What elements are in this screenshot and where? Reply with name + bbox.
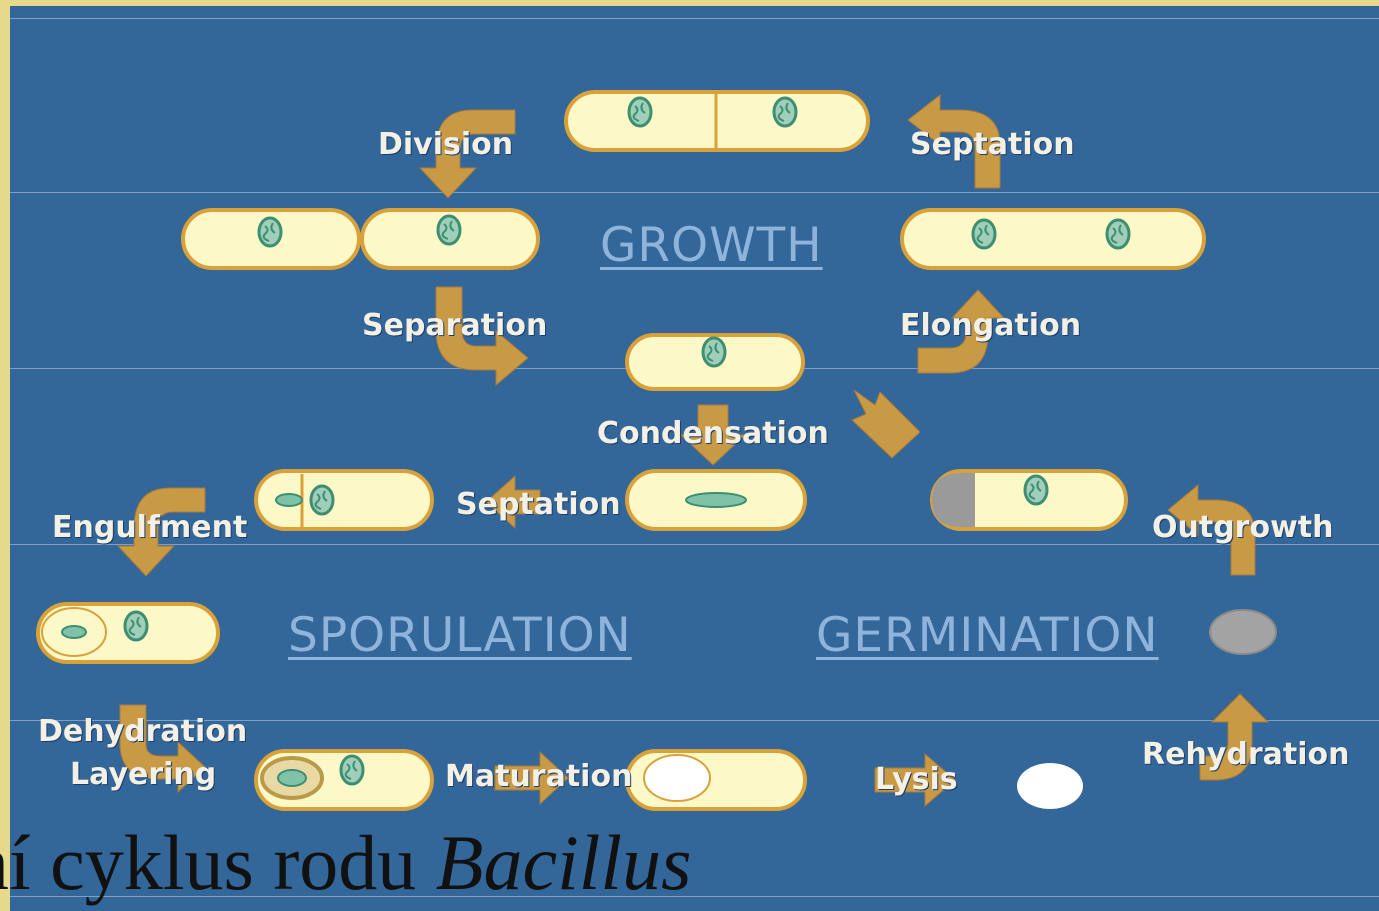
caption-text: ní cyklus rodu	[0, 819, 436, 906]
label-dehydration: Dehydration	[38, 714, 247, 749]
section-growth: GROWTH	[600, 218, 823, 273]
nucleoid	[125, 612, 147, 640]
slide-caption: ní cyklus rodu Bacillus	[0, 818, 691, 908]
nucleoid	[973, 220, 995, 248]
label-lysis: Lysis	[875, 762, 958, 797]
nucleoid	[1025, 476, 1047, 504]
label-layering: Layering	[70, 757, 216, 792]
spore-core	[278, 770, 306, 786]
label-separation: Separation	[362, 308, 547, 343]
nucleoid	[774, 98, 796, 126]
label-septation-top: Septation	[910, 127, 1075, 162]
outgrowth-cell-arrow	[852, 390, 920, 458]
free-spore	[1017, 763, 1083, 809]
label-engulfment: Engulfment	[52, 510, 247, 545]
spore-coat-cap	[932, 473, 975, 527]
nucleoid	[1107, 220, 1129, 248]
label-outgrowth: Outgrowth	[1152, 510, 1334, 545]
label-septation-mid: Septation	[456, 487, 621, 522]
dormant-spore	[1210, 610, 1276, 654]
nucleoid	[341, 756, 363, 784]
forespore-chromosome	[62, 626, 86, 638]
forespore-chromosome	[276, 494, 302, 506]
nucleoid	[629, 98, 651, 126]
nucleoid	[438, 216, 460, 244]
label-rehydration: Rehydration	[1142, 737, 1349, 772]
mature-spore	[644, 755, 710, 801]
nucleoid	[259, 218, 281, 246]
label-maturation: Maturation	[445, 759, 632, 794]
nucleoid	[703, 338, 725, 366]
condensed-chromosome	[686, 493, 746, 507]
section-sporulation: SPORULATION	[288, 608, 632, 663]
label-elongation: Elongation	[900, 308, 1081, 343]
label-division: Division	[378, 127, 513, 162]
label-condensation: Condensation	[597, 416, 829, 451]
elongated-cell	[902, 210, 1204, 268]
section-germination: GERMINATION	[816, 608, 1159, 663]
nucleoid	[311, 486, 333, 514]
caption-genus: Bacillus	[436, 819, 692, 906]
